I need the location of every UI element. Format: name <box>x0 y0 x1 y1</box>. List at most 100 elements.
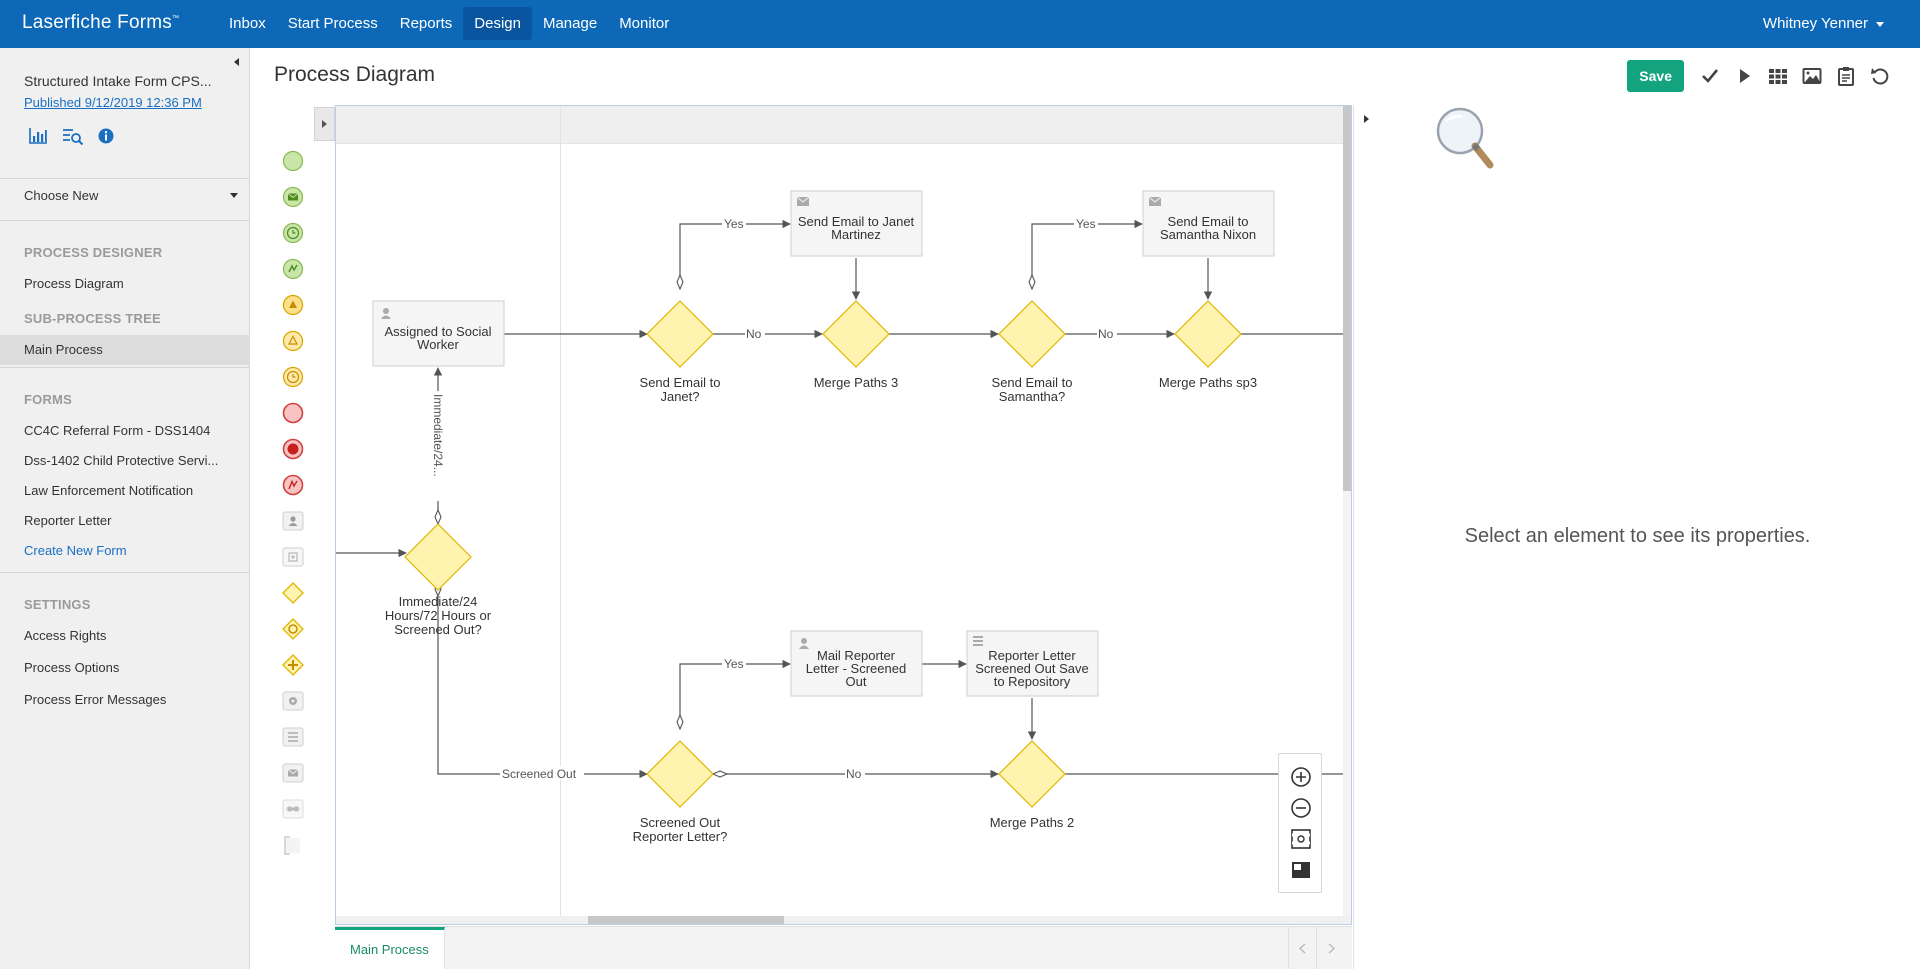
subprocess-icon[interactable] <box>278 546 308 576</box>
gateway-immediate-or-screened[interactable]: Immediate/24 Hours/72 Hours or Screened … <box>385 523 492 637</box>
timer-start-event-icon[interactable] <box>278 222 308 252</box>
checkmark-icon[interactable] <box>1700 66 1720 86</box>
end-event-icon[interactable] <box>278 402 308 432</box>
link-task-icon[interactable] <box>278 798 308 828</box>
vertical-scrollbar[interactable] <box>1343 106 1351 924</box>
sidebar-item-form[interactable]: Reporter Letter <box>24 513 112 528</box>
properties-empty-message: Select an element to see its properties. <box>1464 525 1811 547</box>
sidebar-item-form[interactable]: Law Enforcement Notification <box>24 483 194 498</box>
sidebar-divider <box>0 220 250 221</box>
sidebar-item-form[interactable]: Dss-1402 Child Protective Servi... <box>24 453 219 468</box>
escalation-event-icon[interactable] <box>278 294 308 324</box>
conditional-flow-markers <box>434 273 1036 778</box>
sidebar-tools <box>28 127 114 145</box>
sidebar-item-main-process[interactable]: Main Process <box>0 335 250 365</box>
tab-main-process[interactable]: Main Process <box>335 927 445 969</box>
task-assigned-to-social-worker[interactable]: Assigned to Social Worker <box>372 300 505 367</box>
save-button[interactable]: Save <box>1627 60 1684 92</box>
nav-start-process[interactable]: Start Process <box>287 15 378 32</box>
message-start-event-icon[interactable] <box>278 186 308 216</box>
subprocess-tree-heading: SUB-PROCESS TREE <box>24 311 161 326</box>
task-mail-reporter-letter[interactable]: Mail Reporter Letter - Screened Out <box>790 630 923 697</box>
gateway-send-email-samantha[interactable]: Send Email to Samantha? <box>992 300 1073 404</box>
script-task-icon[interactable] <box>278 726 308 756</box>
email-task-icon[interactable] <box>278 762 308 792</box>
process-diagram: Yes No Yes No Yes No Screened Out Immedi… <box>336 190 1351 844</box>
sidebar-item-access-rights[interactable]: Access Rights <box>24 628 107 643</box>
settings-heading: SETTINGS <box>24 597 91 612</box>
terminate-end-event-icon[interactable] <box>278 438 308 468</box>
sidebar-divider <box>0 367 250 368</box>
horizontal-scroll-thumb[interactable] <box>588 916 784 924</box>
gateway-merge-paths-3[interactable]: Merge Paths 3 <box>814 300 899 390</box>
tab-scroll-right-icon[interactable] <box>1316 927 1344 969</box>
published-link[interactable]: Published 9/12/2019 12:36 PM <box>24 95 202 110</box>
task-label-line: Screened Out Save <box>975 661 1088 676</box>
choose-new-label: Choose New <box>24 188 99 203</box>
nav-inbox[interactable]: Inbox <box>229 15 266 32</box>
signal-start-event-icon[interactable] <box>278 258 308 288</box>
service-task-icon[interactable] <box>278 690 308 720</box>
choose-new-dropdown[interactable]: Choose New <box>24 188 238 203</box>
collapse-properties-icon[interactable] <box>1364 115 1369 123</box>
page-title: Process Diagram <box>274 63 436 86</box>
gateway-label-line: Screened Out <box>640 815 721 830</box>
annotation-icon[interactable] <box>278 834 308 864</box>
exclusive-gateway-icon[interactable] <box>278 582 308 612</box>
horizontal-scrollbar[interactable] <box>336 916 1351 924</box>
user-task-icon[interactable] <box>278 510 308 540</box>
flow-label-immediate: Immediate/24... <box>431 394 445 477</box>
info-icon[interactable] <box>98 128 114 144</box>
collapse-sidebar-icon[interactable] <box>234 58 239 66</box>
timer-intermediate-event-icon[interactable] <box>278 366 308 396</box>
gateway-label-line: Send Email to <box>640 375 721 390</box>
play-icon[interactable] <box>1734 66 1754 86</box>
sidebar-divider <box>0 178 250 179</box>
sidebar-item-form[interactable]: CC4C Referral Form - DSS1404 <box>24 423 211 438</box>
gateway-merge-paths-sp3[interactable]: Merge Paths sp3 <box>1159 300 1257 390</box>
grid-icon[interactable] <box>1768 66 1788 86</box>
fit-to-screen-icon[interactable] <box>1290 828 1312 850</box>
bar-chart-icon[interactable] <box>28 127 48 145</box>
gateway-screened-out-reporter-letter[interactable]: Screened Out Reporter Letter? <box>633 740 728 844</box>
zoom-in-icon[interactable] <box>1290 766 1312 788</box>
sidebar-item-process-diagram[interactable]: Process Diagram <box>24 276 124 291</box>
gateway-send-email-janet[interactable]: Send Email to Janet? <box>640 300 721 404</box>
nav-reports[interactable]: Reports <box>399 15 453 32</box>
start-event-icon[interactable] <box>278 150 308 180</box>
nav-monitor[interactable]: Monitor <box>619 15 670 32</box>
task-label-line: Reporter Letter <box>988 648 1076 663</box>
task-reporter-letter-repository[interactable]: Reporter Letter Screened Out Save to Rep… <box>966 630 1099 697</box>
properties-panel: Select an element to see its properties. <box>1353 105 1920 969</box>
brand-logo[interactable]: Laserfiche Forms™ <box>22 12 179 34</box>
gateway-merge-paths-2[interactable]: Merge Paths 2 <box>990 740 1075 830</box>
gateway-label-line: Merge Paths 3 <box>814 375 899 390</box>
main-nav: Inbox Start Process Reports Design Manag… <box>218 7 680 40</box>
inclusive-gateway-icon[interactable] <box>278 618 308 648</box>
task-send-email-samantha[interactable]: Send Email to Samantha Nixon <box>1142 190 1275 257</box>
nav-design[interactable]: Design <box>463 7 532 40</box>
undo-icon[interactable] <box>1870 66 1890 86</box>
zoom-out-icon[interactable] <box>1290 797 1312 819</box>
intermediate-event-icon[interactable] <box>278 330 308 360</box>
nav-manage[interactable]: Manage <box>542 15 598 32</box>
task-label-line: Assigned to Social <box>385 324 492 339</box>
task-send-email-janet[interactable]: Send Email to Janet Martinez <box>790 190 923 257</box>
clipboard-icon[interactable] <box>1836 66 1856 86</box>
search-list-icon[interactable] <box>62 127 84 145</box>
gateway-label-line: Immediate/24 <box>399 594 478 609</box>
vertical-scroll-thumb[interactable] <box>1343 106 1351 491</box>
sidebar-item-process-error-messages[interactable]: Process Error Messages <box>24 692 167 707</box>
parallel-gateway-icon[interactable] <box>278 654 308 684</box>
diagram-canvas[interactable]: Yes No Yes No Yes No Screened Out Immedi… <box>335 105 1352 925</box>
flow-label-yes: Yes <box>724 217 744 231</box>
minimap-icon[interactable] <box>1290 859 1312 881</box>
user-menu[interactable]: Whitney Yenner <box>1763 15 1884 32</box>
palette-expand-toggle[interactable] <box>314 107 335 141</box>
error-end-event-icon[interactable] <box>278 474 308 504</box>
gateway-label-line: Janet? <box>660 389 699 404</box>
sidebar-item-process-options[interactable]: Process Options <box>24 660 120 675</box>
create-new-form-link[interactable]: Create New Form <box>24 543 127 558</box>
image-icon[interactable] <box>1802 66 1822 86</box>
tab-scroll-left-icon[interactable] <box>1288 927 1316 969</box>
